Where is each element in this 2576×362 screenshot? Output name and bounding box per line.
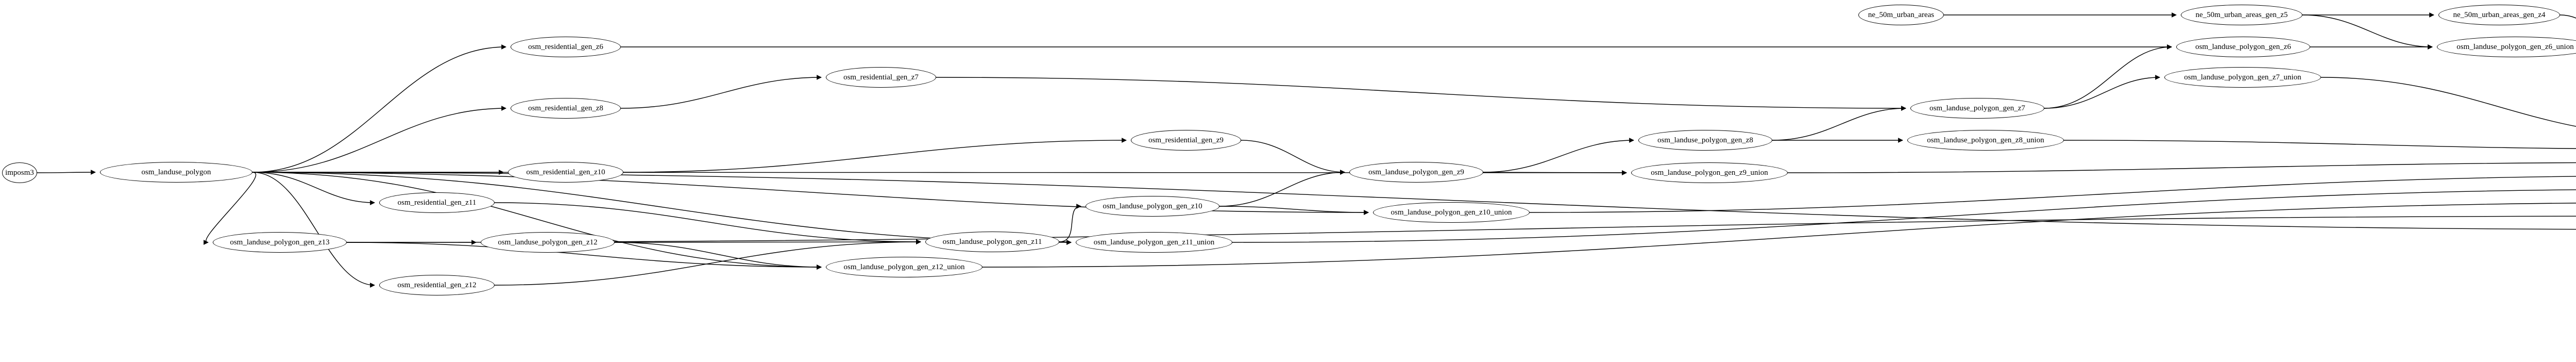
graph-node-label: ne_50m_urban_areas_gen_z4 (2453, 10, 2546, 19)
graph-edge (2063, 140, 2576, 149)
graph-node-osm-landuse-polygon-gen-z10[interactable]: osm_landuse_polygon_gen_z10 (1086, 196, 1219, 217)
graph-node-label: osm_residential_gen_z10 (526, 168, 605, 176)
graph-node-label: osm_residential_gen_z7 (843, 73, 919, 81)
graph-node-label: osm_landuse_polygon_gen_z6_union (2456, 42, 2574, 51)
graph-edge (1059, 204, 1081, 242)
graph-edge (346, 242, 822, 270)
graph-node-osm-landuse-polygon-gen-z8-union[interactable]: osm_landuse_polygon_gen_z8_union (1907, 130, 2064, 151)
graph-edge (2044, 44, 2172, 109)
graph-node-imposm3[interactable]: imposm3 (2, 162, 37, 183)
graph-node-label: osm_landuse_polygon_gen_z9_union (1651, 168, 1768, 177)
graph-node-ne-50m-urban-areas-gen-z4[interactable]: ne_50m_urban_areas_gen_z4 (2438, 5, 2560, 25)
graph-node-osm-landuse-polygon-gen-z12-union[interactable]: osm_landuse_polygon_gen_z12_union (826, 257, 982, 277)
graph-node-osm-landuse-polygon-gen-z8[interactable]: osm_landuse_polygon_gen_z8 (1638, 130, 1772, 151)
graph-node-osm-landuse-polygon-gen-z7[interactable]: osm_landuse_polygon_gen_z7 (1910, 98, 2044, 119)
graph-edge (982, 203, 2576, 268)
graph-edge (936, 77, 1906, 111)
graph-node-osm-residential-gen-z8[interactable]: osm_residential_gen_z8 (511, 98, 621, 119)
graph-edge (1483, 138, 1634, 173)
graph-node-ne-50m-urban-areas-gen-z5[interactable]: ne_50m_urban_areas_gen_z5 (2181, 5, 2302, 25)
graph-edge (252, 172, 375, 288)
graph-edge (252, 172, 2576, 230)
graph-node-osm-landuse-polygon-gen-z9[interactable]: osm_landuse_polygon_gen_z9 (1349, 162, 1483, 183)
graph-edge (252, 172, 822, 270)
graph-node-label: osm_landuse_polygon_gen_z12 (498, 238, 598, 246)
graph-node-label: osm_residential_gen_z9 (1148, 136, 1224, 144)
graph-node-osm-landuse-polygon-gen-z7-union[interactable]: osm_landuse_polygon_gen_z7_union (2164, 67, 2321, 88)
graph-node-label: osm_residential_gen_z12 (397, 281, 477, 289)
graph-edge (252, 106, 506, 173)
graph-node-label: osm_residential_gen_z11 (397, 198, 477, 207)
graph-node-label: osm_landuse_polygon_gen_z13 (230, 238, 330, 246)
graph-node-osm-residential-gen-z6[interactable]: osm_residential_gen_z6 (511, 37, 621, 57)
graph-edge (494, 239, 921, 286)
graph-edge (2320, 77, 2576, 127)
graph-edge (252, 172, 375, 205)
graph-edge (252, 44, 506, 173)
graph-node-label: osm_residential_gen_z8 (528, 104, 603, 112)
graph-node-osm-landuse-polygon-gen-z12[interactable]: osm_landuse_polygon_gen_z12 (481, 232, 615, 253)
graph-node-label: imposm3 (5, 168, 34, 177)
graph-node-osm-landuse-polygon-gen-z11-union[interactable]: osm_landuse_polygon_gen_z11_union (1076, 232, 1232, 253)
graph-node-osm-residential-gen-z12[interactable]: osm_residential_gen_z12 (379, 275, 495, 295)
graph-node-osm-residential-gen-z11[interactable]: osm_residential_gen_z11 (379, 192, 495, 213)
graph-node-osm-landuse-polygon-gen-z9-union[interactable]: osm_landuse_polygon_gen_z9_union (1631, 162, 1788, 183)
graph-node-osm-residential-gen-z10[interactable]: osm_residential_gen_z10 (508, 162, 623, 183)
graph-node-label: osm_landuse_polygon_gen_z10_union (1391, 208, 1512, 217)
graph-node-ne-50m-urban-areas[interactable]: ne_50m_urban_areas (1858, 5, 1944, 25)
graph-node-label: osm_residential_gen_z6 (528, 42, 603, 51)
graph-edge (620, 75, 822, 109)
graph-node-label: ne_50m_urban_areas_gen_z5 (2195, 10, 2288, 19)
graph-node-label: osm_landuse_polygon_gen_z7 (1929, 104, 2025, 112)
graph-node-osm-residential-gen-z9[interactable]: osm_residential_gen_z9 (1131, 130, 1241, 151)
graph-node-label: osm_landuse_polygon_gen_z12_union (843, 262, 965, 271)
graph-edge (252, 172, 1072, 245)
graph-edge (1529, 176, 2576, 213)
graph-edge (346, 216, 2576, 243)
graph-node-label: osm_landuse_polygon_gen_z6 (2195, 42, 2291, 51)
graph-edge (2044, 75, 2160, 109)
graph-edge (1241, 140, 1345, 175)
graph-node-label: osm_landuse_polygon_gen_z10 (1103, 202, 1202, 210)
graph-node-osm-landuse-polygon-gen-z6[interactable]: osm_landuse_polygon_gen_z6 (2176, 37, 2310, 57)
graph-node-osm-residential-gen-z7[interactable]: osm_residential_gen_z7 (826, 67, 936, 88)
graph-node-label: osm_landuse_polygon_gen_z8 (1657, 136, 1753, 144)
graph-edge (623, 138, 1127, 173)
graph-node-label: osm_landuse_polygon_gen_z8_union (1927, 136, 2044, 144)
graph-edge (1219, 170, 1345, 207)
graph-edge (1772, 106, 1906, 141)
graph-edge (2560, 14, 2576, 19)
graph-node-osm-landuse-polygon[interactable]: osm_landuse_polygon (100, 162, 252, 183)
graph-edge (614, 242, 822, 270)
graph-node-osm-landuse-polygon-gen-z11[interactable]: osm_landuse_polygon_gen_z11 (925, 232, 1059, 252)
graph-edge (1219, 206, 1369, 215)
graph-node-label: osm_landuse_polygon_gen_z7_union (2184, 73, 2301, 81)
graph-edge (1483, 170, 1627, 175)
graph-node-osm-landuse-polygon-gen-z13[interactable]: osm_landuse_polygon_gen_z13 (213, 232, 347, 253)
graph-node-osm-landuse-polygon-gen-z10-union[interactable]: osm_landuse_polygon_gen_z10_union (1373, 202, 1530, 223)
graph-node-label: osm_landuse_polygon (141, 168, 211, 176)
graph-node-label: osm_landuse_polygon_gen_z9 (1368, 168, 1464, 176)
graph-node-label: osm_landuse_polygon_gen_z11_union (1093, 238, 1215, 246)
graph-edge (1232, 189, 2576, 243)
graph-edge (204, 172, 257, 245)
graph-edge (2302, 14, 2433, 50)
graph-edge (37, 170, 96, 175)
graph-edge (1787, 162, 2576, 173)
graph-node-label: ne_50m_urban_areas (1868, 10, 1935, 19)
graph-node-label: osm_landuse_polygon_gen_z11 (942, 237, 1042, 246)
